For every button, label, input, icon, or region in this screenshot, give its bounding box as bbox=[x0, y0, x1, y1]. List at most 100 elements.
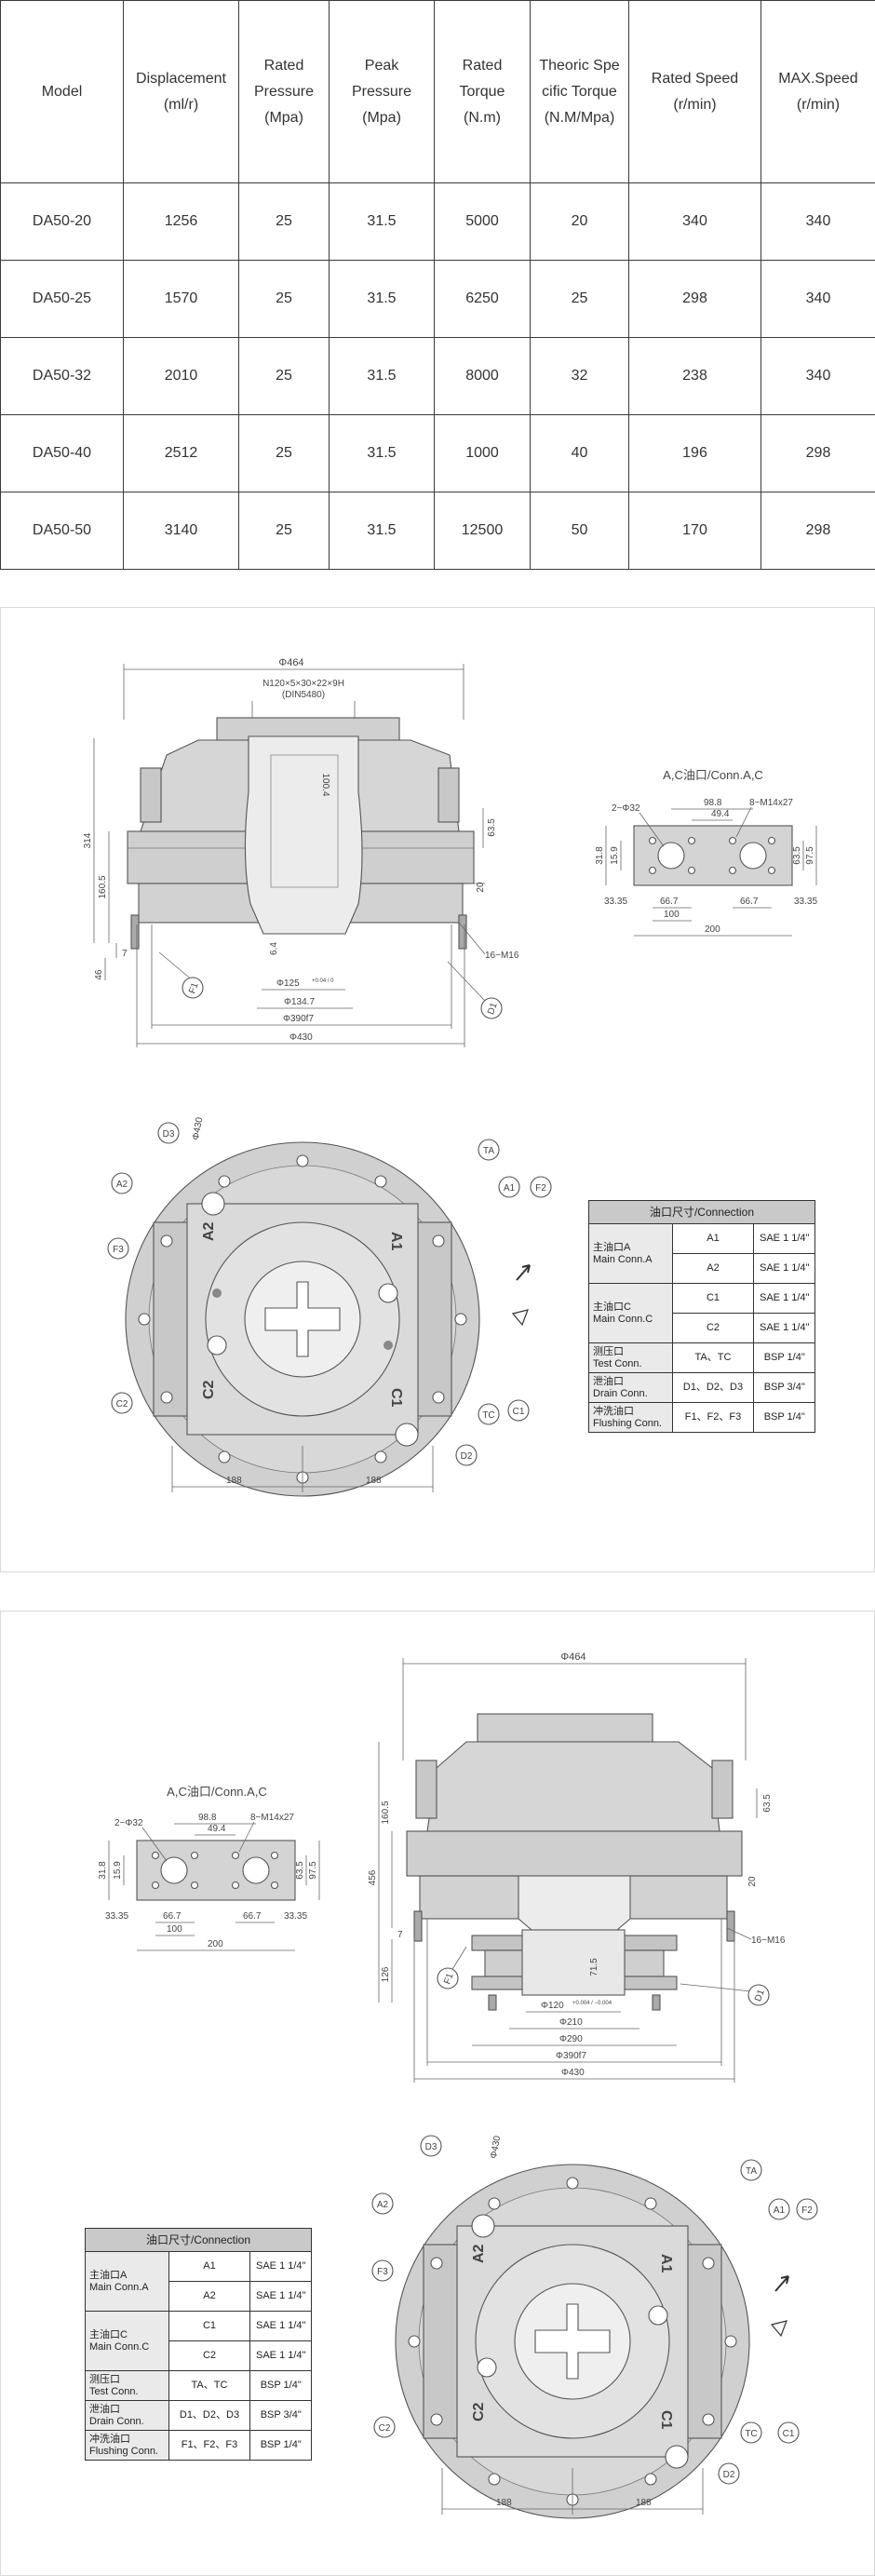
conn-port: A2 bbox=[168, 2281, 251, 2312]
dim-d430: Φ430 bbox=[289, 1032, 313, 1043]
cell-peak-pressure: 31.5 bbox=[329, 337, 435, 415]
dim-d64: 6.4 bbox=[269, 942, 279, 955]
cell-displacement: 2512 bbox=[123, 414, 239, 492]
balloon-c2: C2 bbox=[116, 1399, 128, 1409]
header-model: Model bbox=[0, 0, 124, 183]
conn-spec: SAE 1 1/4" bbox=[753, 1283, 815, 1314]
dim-port-98: 98.8 bbox=[704, 798, 722, 808]
conn-group-main-c: 主油口C Main Conn.C bbox=[85, 2311, 169, 2371]
balloon2-a2: A2 bbox=[377, 2200, 389, 2210]
dim2-port-667-left: 66.7 bbox=[163, 1911, 182, 1922]
balloon-f3: F3 bbox=[113, 1245, 124, 1255]
rotation-arrow-icon bbox=[511, 1309, 529, 1327]
dim2-m16: 16−M16 bbox=[751, 1935, 786, 1946]
conn-port: TA、TC bbox=[168, 2370, 251, 2401]
conn-group-flushing: 冲洗油口 Flushing Conn. bbox=[85, 2430, 169, 2461]
dim-port-635: 63.5 bbox=[792, 846, 802, 865]
cell-specific-torque: 25 bbox=[530, 260, 629, 338]
conn-port: D1、D2、D3 bbox=[671, 1372, 755, 1403]
dim2-d7: 7 bbox=[397, 1930, 403, 1940]
drawing-canvas-2: Φ464 456 160.5 7 126 63 bbox=[98, 1652, 818, 2519]
rotation-arrow-icon bbox=[770, 2320, 788, 2338]
dim-d314: 314 bbox=[83, 832, 93, 848]
label-c2: C2 bbox=[201, 1380, 217, 1399]
cell-model: DA50-50 bbox=[0, 492, 124, 570]
cell-rated-torque: 12500 bbox=[434, 492, 531, 570]
balloon-tc: TC bbox=[482, 1410, 494, 1421]
cell-rated-torque: 1000 bbox=[434, 414, 531, 492]
balloon2-f2: F2 bbox=[801, 2205, 813, 2216]
conn-group-test: 测压口 Test Conn. bbox=[85, 2370, 169, 2401]
cell-peak-pressure: 31.5 bbox=[329, 414, 435, 492]
cell-peak-pressure: 31.5 bbox=[329, 260, 435, 338]
cell-rated-speed: 238 bbox=[628, 337, 761, 415]
conn-spec: SAE 1 1/4" bbox=[753, 1223, 815, 1254]
cell-displacement: 3140 bbox=[123, 492, 239, 570]
balloon2-c2: C2 bbox=[379, 2423, 391, 2434]
dim-port-667-right: 66.7 bbox=[740, 897, 759, 907]
cell-model: DA50-32 bbox=[0, 337, 124, 415]
balloon-ta: TA bbox=[483, 1146, 494, 1156]
dim2-port-494: 49.4 bbox=[208, 1824, 226, 1834]
label-a2: A2 bbox=[201, 1221, 217, 1241]
label2-c1: C1 bbox=[658, 2410, 674, 2430]
dim2-d464: Φ464 bbox=[560, 1652, 586, 1663]
conn-port: TA、TC bbox=[671, 1342, 755, 1373]
header-rated-pressure: Rated Pressure (Mpa) bbox=[238, 0, 330, 183]
dim2-d120-tol: +0.004 / −0.004 bbox=[572, 2001, 612, 2006]
dim2-d210: Φ210 bbox=[559, 2017, 583, 2028]
dim-end-188-right: 188 bbox=[366, 1476, 382, 1486]
dim-d125: Φ125 bbox=[276, 978, 300, 989]
dim2-port-975: 97.5 bbox=[308, 1861, 318, 1880]
port-detail-2: A,C油口/Conn.A,C 98.8 49.4 2−Φ32 8−M14x27 … bbox=[98, 1785, 320, 1951]
rotation-arrow-icon bbox=[774, 2275, 789, 2292]
dim2-d390: Φ390f7 bbox=[556, 2051, 586, 2061]
conn-port: F1、F2、F3 bbox=[671, 1402, 755, 1433]
conn-spec: BSP 1/4" bbox=[753, 1402, 815, 1433]
dim2-d456: 456 bbox=[368, 1869, 378, 1885]
dim-d125-tol: +0.04 / 0 bbox=[312, 978, 334, 984]
dim-port-3335-right: 33.35 bbox=[794, 897, 817, 907]
dim-d20: 20 bbox=[476, 882, 486, 893]
conn-spec: SAE 1 1/4" bbox=[249, 2311, 312, 2341]
cell-model: DA50-40 bbox=[0, 414, 124, 492]
cell-specific-torque: 20 bbox=[530, 182, 629, 261]
dim2-port-635: 63.5 bbox=[295, 1861, 305, 1880]
header-rated-speed: Rated Speed (r/min) bbox=[628, 0, 761, 183]
dim-port-494: 49.4 bbox=[711, 809, 730, 819]
cell-peak-pressure: 31.5 bbox=[329, 492, 435, 570]
cell-displacement: 1256 bbox=[123, 182, 239, 261]
conn-spec: BSP 3/4" bbox=[753, 1372, 815, 1403]
rotation-arrow-icon bbox=[516, 1264, 531, 1281]
dim-port-318: 31.8 bbox=[595, 846, 605, 865]
conn-group-main-a: 主油口A Main Conn.A bbox=[588, 1223, 673, 1284]
drawing-canvas-1: Φ464 N120×5×30×22×9H (DIN5480) bbox=[83, 657, 817, 1497]
table-row: DA50-25 1570 25 31.5 6250 25 298 340 bbox=[0, 260, 875, 338]
drawing-panel-1: Φ464 N120×5×30×22×9H (DIN5480) bbox=[0, 607, 875, 1572]
connection-table-2: 油口尺寸/Connection 主油口A Main Conn.A A1 SAE … bbox=[85, 2228, 312, 2461]
dim2-port-200: 200 bbox=[208, 1939, 223, 1949]
conn-spec: SAE 1 1/4" bbox=[249, 2251, 312, 2282]
cell-rated-pressure: 25 bbox=[238, 337, 330, 415]
dim2-port-159: 15.9 bbox=[113, 1861, 123, 1880]
table-row: DA50-20 1256 25 31.5 5000 20 340 340 bbox=[0, 182, 875, 261]
end-view: A2 A1 C2 C1 D3 A2 F3 C2 TA A1 F2 TC C1 D… bbox=[107, 1116, 552, 1497]
header-specific-torque: Theoric Spe cific Torque (N.M/Mpa) bbox=[530, 0, 629, 183]
label-a1: A1 bbox=[388, 1232, 404, 1251]
cell-specific-torque: 32 bbox=[530, 337, 629, 415]
cell-rated-speed: 340 bbox=[628, 182, 761, 261]
cell-displacement: 1570 bbox=[123, 260, 239, 338]
header-rated-torque: Rated Torque (N.m) bbox=[434, 0, 531, 183]
conn-port: C1 bbox=[671, 1283, 755, 1314]
conn-group-flushing: 冲洗油口 Flushing Conn. bbox=[588, 1402, 673, 1433]
cell-rated-pressure: 25 bbox=[238, 182, 330, 261]
end-view-2: A2 A1 C2 C1 D3 A2 F3 C2 TA A1 F2 TC C1 D… bbox=[371, 2135, 818, 2519]
port-detail-title-2: A,C油口/Conn.A,C bbox=[167, 1785, 267, 1799]
balloon2-d2: D2 bbox=[723, 2470, 735, 2480]
connection-table-title: 油口尺寸/Connection bbox=[85, 2228, 312, 2252]
conn-group-main-a: 主油口A Main Conn.A bbox=[85, 2251, 169, 2312]
cell-max-speed: 298 bbox=[761, 492, 875, 570]
dim-port-667-left: 66.7 bbox=[660, 897, 679, 907]
balloon2-f1: F1 bbox=[442, 1972, 455, 1986]
balloon-a2: A2 bbox=[116, 1180, 128, 1190]
